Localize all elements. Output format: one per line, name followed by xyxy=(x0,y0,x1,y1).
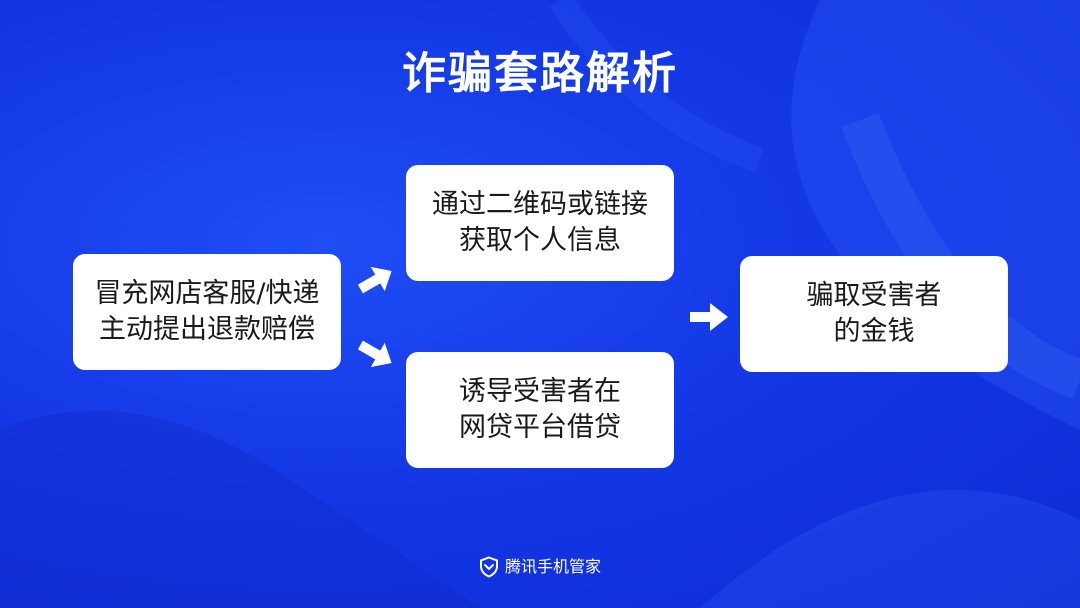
node-bottom-text: 诱导受害者在 网贷平台借贷 xyxy=(459,376,621,443)
node-end: 骗取受害者 的金钱 xyxy=(740,256,1008,372)
arrow-up-right-icon xyxy=(357,266,392,294)
shield-icon xyxy=(479,556,498,578)
node-start-text: 冒充网店客服/快递 主动提出退款赔偿 xyxy=(94,278,320,345)
node-bottom: 诱导受害者在 网贷平台借贷 xyxy=(406,352,674,468)
footer-brand-text: 腾讯手机管家 xyxy=(504,557,601,576)
arrow-right-icon xyxy=(690,303,728,331)
node-end-text: 骗取受害者 的金钱 xyxy=(806,280,942,347)
node-top: 通过二维码或链接 获取个人信息 xyxy=(406,165,674,281)
node-start: 冒充网店客服/快递 主动提出退款赔偿 xyxy=(73,254,341,370)
node-top-text: 通过二维码或链接 获取个人信息 xyxy=(432,189,648,256)
page-title: 诈骗套路解析 xyxy=(402,48,678,99)
footer-brand: 腾讯手机管家 xyxy=(0,556,1080,578)
arrow-down-right-icon xyxy=(357,340,392,368)
